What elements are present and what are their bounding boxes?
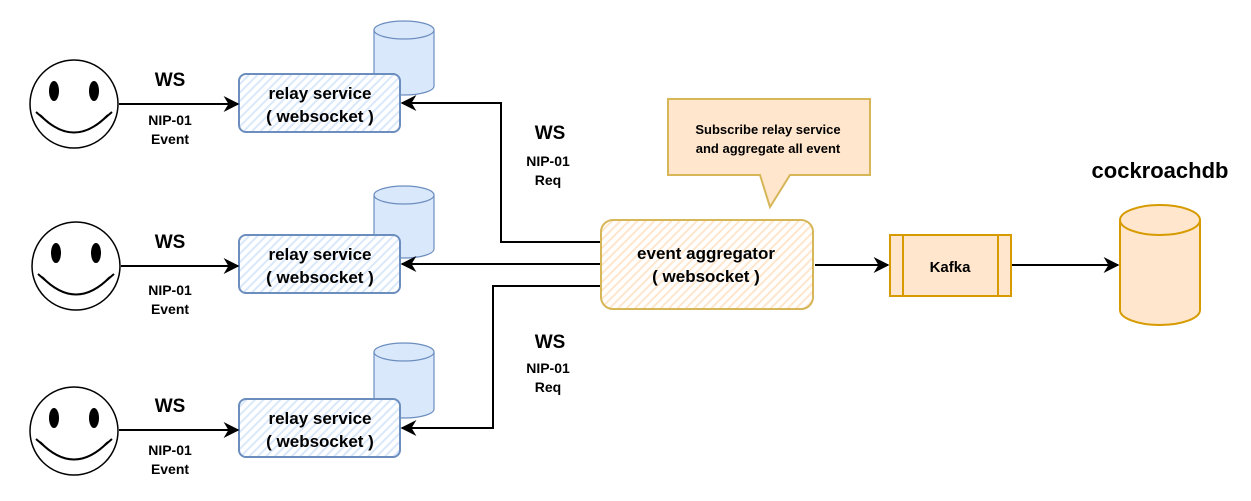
- cockroachdb-database-icon[interactable]: [1119, 204, 1201, 326]
- user-2-message-line2: Event: [151, 301, 189, 317]
- user-smiley-icon-3: [29, 386, 119, 476]
- req-link-2-message-line2: Req: [535, 379, 561, 395]
- relay-2-label-line2: ( websocket ): [266, 268, 374, 287]
- relay-service-3[interactable]: relay service ( websocket ): [238, 398, 401, 458]
- callout-line2: and aggregate all event: [696, 141, 841, 156]
- user-2-protocol-label: WS: [155, 232, 186, 253]
- callout-note: Subscribe relay service and aggregate al…: [667, 98, 871, 210]
- user-2-message-line1: NIP-01: [148, 282, 192, 298]
- req-link-1-protocol: WS: [535, 123, 566, 144]
- database-label: cockroachdb: [1092, 158, 1229, 183]
- aggregator-label-line2: ( websocket ): [652, 267, 760, 286]
- edge-aggregator-relay1: [400, 95, 600, 243]
- user-3-message-line1: NIP-01: [148, 442, 192, 458]
- user-3-message-line2: Event: [151, 461, 189, 477]
- user-smiley-icon-2: [31, 221, 121, 311]
- relay-3-label-line1: relay service: [268, 409, 371, 428]
- relay-2-label-line1: relay service: [268, 245, 371, 264]
- req-link-1-message-line2: Req: [535, 172, 561, 188]
- kafka-queue[interactable]: Kafka: [889, 234, 1012, 297]
- req-link-2-message-line1: NIP-01: [526, 360, 570, 376]
- req-link-1-message-line1: NIP-01: [526, 153, 570, 169]
- relay-service-2[interactable]: relay service ( websocket ): [238, 234, 401, 294]
- relay-3-label-line2: ( websocket ): [266, 432, 374, 451]
- user-smiley-icon-1: [29, 59, 119, 149]
- req-link-2-protocol: WS: [535, 332, 566, 353]
- aggregator-label-line1: event aggregator: [637, 244, 775, 263]
- event-aggregator[interactable]: event aggregator ( websocket ): [600, 219, 814, 310]
- callout-line1: Subscribe relay service: [695, 122, 840, 137]
- relay-1-label-line1: relay service: [268, 84, 371, 103]
- user-1-message-line1: NIP-01: [148, 112, 192, 128]
- user-1-protocol-label: WS: [155, 70, 186, 91]
- relay-service-1[interactable]: relay service ( websocket ): [238, 73, 401, 133]
- user-1-message-line2: Event: [151, 131, 189, 147]
- relay-1-label-line2: ( websocket ): [266, 107, 374, 126]
- edge-aggregator-relay3: [400, 285, 600, 436]
- user-3-protocol-label: WS: [155, 396, 186, 417]
- kafka-label: Kafka: [930, 259, 972, 276]
